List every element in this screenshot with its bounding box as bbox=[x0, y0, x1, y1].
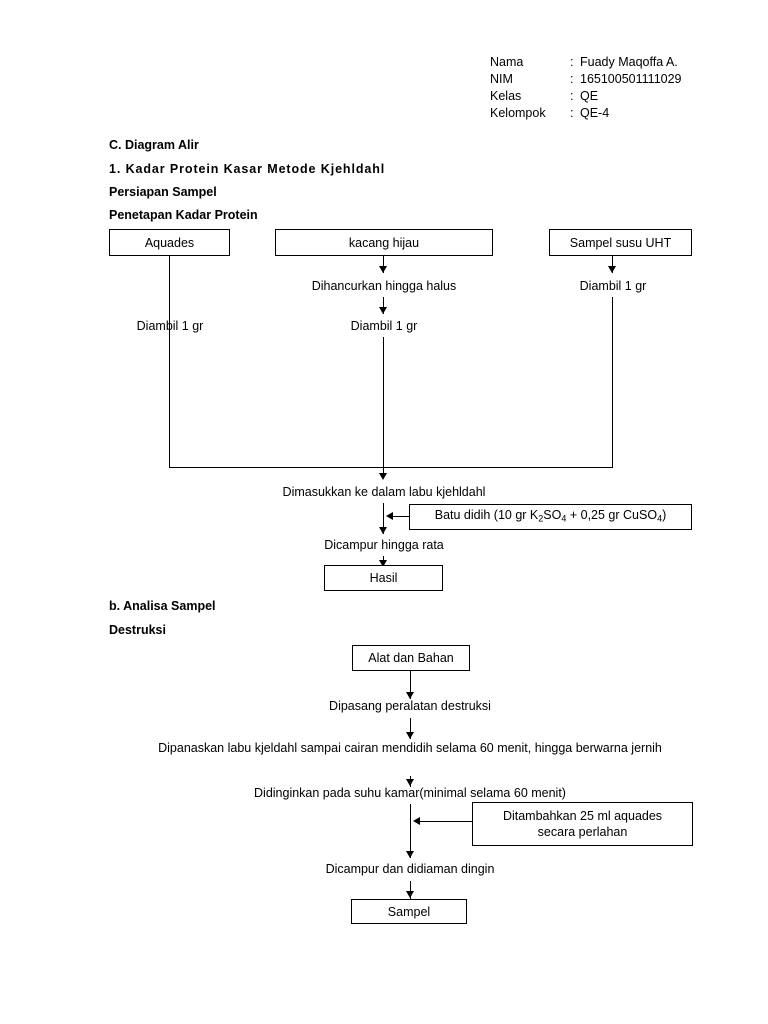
arrowhead-ditambahkan-to-main bbox=[413, 817, 420, 825]
connector-didinginkan-to-dicampur-dingin bbox=[410, 804, 412, 858]
connector-dihancurkan-to-diambil bbox=[383, 297, 385, 314]
heading-penetapan-kadar-protein: Penetapan Kadar Protein bbox=[109, 208, 258, 222]
heading-analisa-sampel: b. Analisa Sampel bbox=[109, 599, 216, 613]
heading-diagram-alir: C. Diagram Alir bbox=[109, 138, 199, 152]
heading-persiapan-sampel: Persiapan Sampel bbox=[109, 185, 217, 199]
box-batu-didih: Batu didih (10 gr K2SO4 + 0,25 gr CuSO4) bbox=[409, 504, 692, 530]
label-dicampur-didiaman-dingin: Dicampur dan didiaman dingin bbox=[325, 862, 495, 876]
arrowhead-dipanaskan-to-didinginkan bbox=[406, 779, 414, 786]
identity-separator-nim: : bbox=[570, 72, 574, 86]
ditambahkan-line-2: secara perlahan bbox=[537, 825, 628, 839]
connector-susu-to-diambil bbox=[612, 256, 614, 273]
label-dicampur-hingga-rata: Dicampur hingga rata bbox=[324, 538, 444, 552]
arrowhead-susu-to-diambil bbox=[608, 266, 616, 273]
heading-kadar-protein-kasar: 1. Kadar Protein Kasar Metode Kjehldahl bbox=[109, 162, 386, 176]
box-sampel: Sampel bbox=[351, 899, 467, 924]
connector-center-to-junction bbox=[383, 337, 385, 468]
arrowhead-junction-to-dimasukkan bbox=[379, 473, 387, 480]
connector-junction-to-dimasukkan bbox=[383, 467, 385, 478]
identity-value-kelas: QE bbox=[580, 89, 599, 103]
connector-dicampur-dingin-to-sampel bbox=[410, 881, 412, 899]
batu-didih-text-suffix: ) bbox=[662, 508, 667, 523]
label-diambil-1gr-aquades: Diambil 1 gr bbox=[136, 319, 204, 333]
connector-dipasang-to-dipanaskan bbox=[410, 718, 412, 739]
identity-label-nim: NIM bbox=[490, 72, 513, 86]
identity-block: Nama : Fuady Maqoffa A. NIM : 1651005011… bbox=[490, 54, 682, 122]
connector-aquades-to-junction bbox=[169, 256, 171, 468]
heading-destruksi: Destruksi bbox=[109, 623, 166, 637]
ditambahkan-line-1: Ditambahkan 25 ml aquades bbox=[502, 809, 663, 823]
label-dipanaskan-labu-kjeldahl: Dipanaskan labu kjeldahl sampai cairan m… bbox=[158, 741, 662, 755]
identity-separator-kelas: : bbox=[570, 89, 574, 103]
connector-dimasukkan-to-dicampur bbox=[383, 503, 385, 534]
connector-kacang-to-dihancurkan bbox=[383, 256, 385, 273]
connector-susu-to-junction bbox=[612, 297, 614, 468]
arrowhead-kacang-to-dihancurkan bbox=[379, 266, 387, 273]
identity-separator-nama: : bbox=[570, 55, 574, 69]
arrowhead-dicampur-dingin-to-sampel bbox=[406, 891, 414, 898]
identity-label-nama: Nama bbox=[490, 55, 524, 69]
batu-didih-text-so: SO bbox=[543, 508, 562, 523]
identity-separator-kelompok: : bbox=[570, 106, 574, 120]
identity-value-kelompok: QE-4 bbox=[580, 106, 610, 120]
label-didinginkan-suhu-kamar: Didinginkan pada suhu kamar(minimal sela… bbox=[254, 786, 566, 800]
box-aquades: Aquades bbox=[109, 229, 230, 256]
label-diambil-1gr-susu: Diambil 1 gr bbox=[579, 279, 647, 293]
identity-label-kelompok: Kelompok bbox=[490, 106, 546, 120]
arrowhead-alat-to-dipasang bbox=[406, 692, 414, 699]
batu-didih-text-cuso: + 0,25 gr CuSO bbox=[566, 508, 658, 523]
arrowhead-dicampur-to-hasil bbox=[379, 560, 387, 567]
batu-didih-subscript-so4: 4 bbox=[561, 513, 567, 524]
connector-batu-didih-to-main bbox=[391, 516, 409, 518]
identity-value-nama: Fuady Maqoffa A. bbox=[580, 55, 678, 69]
identity-row-nama: Nama : Fuady Maqoffa A. bbox=[490, 54, 682, 71]
box-alat-dan-bahan: Alat dan Bahan bbox=[352, 645, 470, 671]
connector-ditambahkan-to-main bbox=[418, 821, 472, 823]
arrowhead-batu-didih-to-main bbox=[386, 512, 393, 520]
box-ditambahkan-aquades: Ditambahkan 25 ml aquades secara perlaha… bbox=[472, 802, 693, 846]
arrowhead-dihancurkan-to-diambil bbox=[379, 307, 387, 314]
batu-didih-subscript-cuso4: 4 bbox=[657, 513, 663, 524]
arrowhead-dimasukkan-to-dicampur bbox=[379, 527, 387, 534]
label-dimasukkan-labu-kjehldahl: Dimasukkan ke dalam labu kjehldahl bbox=[282, 485, 486, 499]
identity-value-nim: 165100501111029 bbox=[580, 72, 682, 86]
arrowhead-dipasang-to-dipanaskan bbox=[406, 732, 414, 739]
identity-row-nim: NIM : 165100501111029 bbox=[490, 71, 682, 88]
label-dihancurkan-hingga-halus: Dihancurkan hingga halus bbox=[311, 279, 457, 293]
box-sampel-susu-uht: Sampel susu UHT bbox=[549, 229, 692, 256]
label-dipasang-peralatan-destruksi: Dipasang peralatan destruksi bbox=[329, 699, 491, 713]
box-kacang-hijau: kacang hijau bbox=[275, 229, 493, 256]
identity-row-kelas: Kelas : QE bbox=[490, 88, 682, 105]
identity-label-kelas: Kelas bbox=[490, 89, 522, 103]
label-diambil-1gr-kacang: Diambil 1 gr bbox=[350, 319, 418, 333]
connector-junction-bar bbox=[169, 467, 613, 469]
identity-row-kelompok: Kelompok : QE-4 bbox=[490, 105, 682, 122]
arrowhead-didinginkan-to-dicampur-dingin bbox=[406, 851, 414, 858]
connector-alat-to-dipasang bbox=[410, 671, 412, 699]
batu-didih-text-prefix: Batu didih (10 gr K bbox=[434, 508, 539, 523]
box-hasil: Hasil bbox=[324, 565, 443, 591]
batu-didih-subscript-k2: 2 bbox=[538, 513, 544, 524]
